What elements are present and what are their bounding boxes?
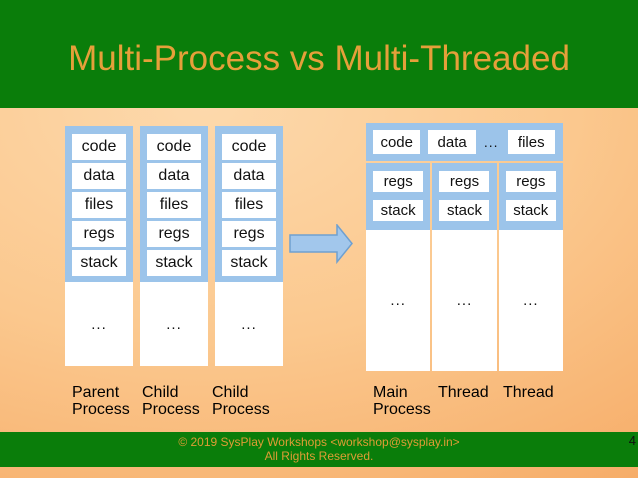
memory-box-code: code — [222, 134, 276, 160]
label-child-process-1: Child Process — [142, 384, 200, 418]
memory-box-regs: regs — [147, 221, 201, 247]
memory-box-stack: stack — [373, 200, 424, 221]
memory-box-files: files — [72, 192, 126, 218]
memory-box-code: code — [147, 134, 201, 160]
memory-box-files: files — [507, 130, 555, 154]
memory-box-files: files — [222, 192, 276, 218]
memory-box-regs: regs — [373, 171, 424, 192]
memory-box-code: code — [373, 130, 421, 154]
label-thread-2: Thread — [503, 384, 554, 401]
thread-column-1: regs stack ... — [432, 163, 497, 371]
process-context-block: code data files regs stack — [140, 126, 208, 282]
memory-box-code: code — [72, 134, 126, 160]
memory-box-stack: stack — [72, 250, 126, 276]
footer-copyright-line2: All Rights Reserved. — [264, 448, 374, 463]
process-context-block: code data files regs stack — [65, 126, 133, 282]
memory-more: ... — [140, 282, 208, 366]
thread-column-2: regs stack ... — [498, 163, 563, 371]
shared-more: ... — [483, 134, 499, 150]
memory-box-stack: stack — [505, 200, 556, 221]
memory-box-data: data — [72, 163, 126, 189]
thread-context-block: regs stack — [366, 163, 431, 230]
thread-columns: regs stack ... regs stack ... regs stack… — [366, 163, 563, 371]
memory-box-regs: regs — [439, 171, 490, 192]
process-column-parent: code data files regs stack ... — [65, 126, 133, 366]
label-child-process-2: Child Process — [212, 384, 270, 418]
process-column-child2: code data files regs stack ... — [215, 126, 283, 366]
memory-box-data: data — [147, 163, 201, 189]
memory-box-regs: regs — [72, 221, 126, 247]
right-arrow-icon — [289, 224, 353, 264]
process-context-block: code data files regs stack — [215, 126, 283, 282]
slide-header: Multi-Process vs Multi-Threaded — [0, 0, 638, 108]
label-thread-1: Thread — [438, 384, 489, 401]
thread-column-main: regs stack ... — [366, 163, 431, 371]
slide-footer: © 2019 SysPlay Workshops <workshop@syspl… — [0, 432, 638, 467]
memory-box-stack: stack — [147, 250, 201, 276]
page-number: 4 — [628, 433, 636, 448]
memory-box-data: data — [222, 163, 276, 189]
label-parent-process: Parent Process — [72, 384, 130, 418]
memory-more: ... — [432, 230, 497, 371]
memory-more: ... — [215, 282, 283, 366]
shared-memory-block: code data ... files — [366, 123, 563, 161]
footer-copyright-line1: © 2019 SysPlay Workshops <workshop@syspl… — [178, 435, 460, 449]
memory-box-regs: regs — [222, 221, 276, 247]
process-column-child1: code data files regs stack ... — [140, 126, 208, 366]
memory-box-stack: stack — [439, 200, 490, 221]
memory-box-stack: stack — [222, 250, 276, 276]
memory-box-files: files — [147, 192, 201, 218]
memory-more: ... — [366, 230, 431, 371]
slide-title: Multi-Process vs Multi-Threaded — [68, 39, 570, 78]
memory-more: ... — [65, 282, 133, 366]
thread-context-block: regs stack — [498, 163, 563, 230]
label-main-process: Main Process — [373, 384, 431, 418]
thread-diagram: code data ... files regs stack ... regs … — [366, 123, 563, 371]
memory-box-regs: regs — [505, 171, 556, 192]
thread-context-block: regs stack — [432, 163, 497, 230]
memory-more: ... — [498, 230, 563, 371]
memory-box-data: data — [428, 130, 476, 154]
